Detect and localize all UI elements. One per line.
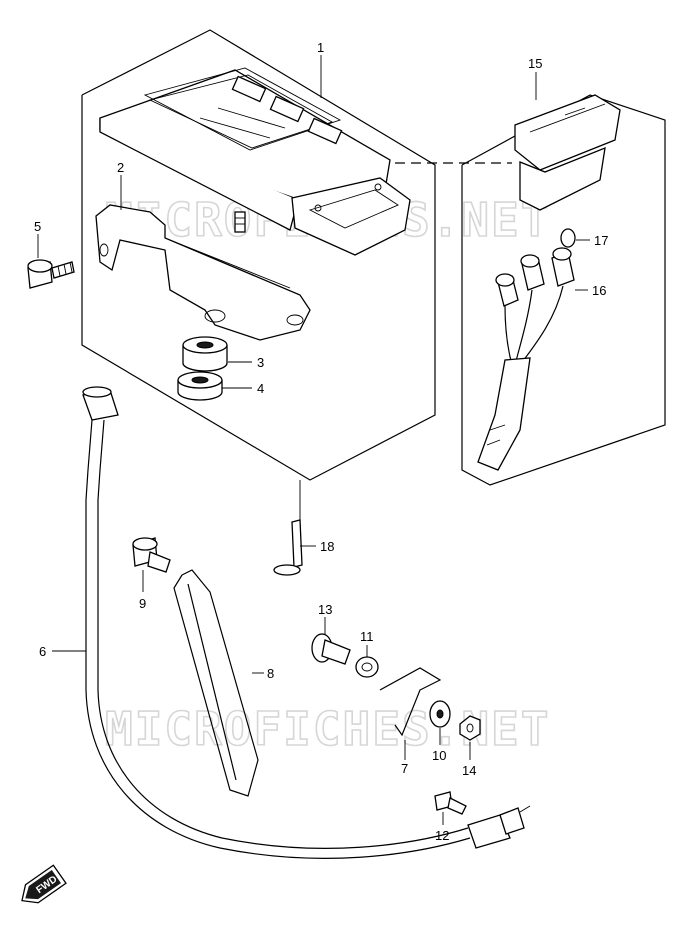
- bulb-socket-harness: [477, 247, 575, 471]
- speedometer-cable: [82, 386, 531, 859]
- bulb: [560, 228, 576, 248]
- washer: [429, 700, 451, 728]
- nut: [459, 715, 481, 741]
- bulb-assembly-box: [395, 94, 666, 486]
- bolt-9: [132, 537, 171, 573]
- bolt-5: [27, 259, 75, 289]
- leader-lines: [37, 55, 590, 825]
- screw-12: [434, 791, 467, 815]
- callout-13: 13: [318, 602, 332, 617]
- callout-8: 8: [267, 666, 274, 681]
- callout-3: 3: [257, 355, 264, 370]
- meter-assembly-box: [81, 29, 436, 481]
- callout-4: 4: [257, 381, 264, 396]
- callout-17: 17: [594, 233, 608, 248]
- bolt-13: [311, 633, 351, 665]
- callout-2: 2: [117, 160, 124, 175]
- callout-18: 18: [320, 539, 334, 554]
- speedometer-housing: [99, 67, 411, 256]
- indicator-lens: [514, 94, 621, 211]
- callouts: 1 2 3 4 5 6 7 8 9 10 11 12 13 14 15 16 1…: [34, 40, 608, 843]
- collar-11: [355, 656, 379, 678]
- callout-14: 14: [462, 763, 476, 778]
- cable-clamp: [379, 667, 442, 737]
- grommet: [182, 336, 228, 372]
- watermark-bottom: MICROFICHES.NET: [105, 702, 550, 756]
- cable-guide-wire: [173, 569, 259, 797]
- meter-bracket: [95, 204, 311, 341]
- callout-10: 10: [432, 748, 446, 763]
- callout-7: 7: [401, 761, 408, 776]
- tapping-screw: [273, 519, 303, 576]
- fwd-direction-icon: FWD: [21, 864, 67, 904]
- callout-9: 9: [139, 596, 146, 611]
- callout-5: 5: [34, 219, 41, 234]
- callout-12: 12: [435, 828, 449, 843]
- collar: [177, 371, 223, 401]
- callout-11: 11: [360, 629, 374, 644]
- callout-6: 6: [39, 644, 46, 659]
- callout-16: 16: [592, 283, 606, 298]
- callout-1: 1: [317, 40, 324, 55]
- callout-15: 15: [528, 56, 542, 71]
